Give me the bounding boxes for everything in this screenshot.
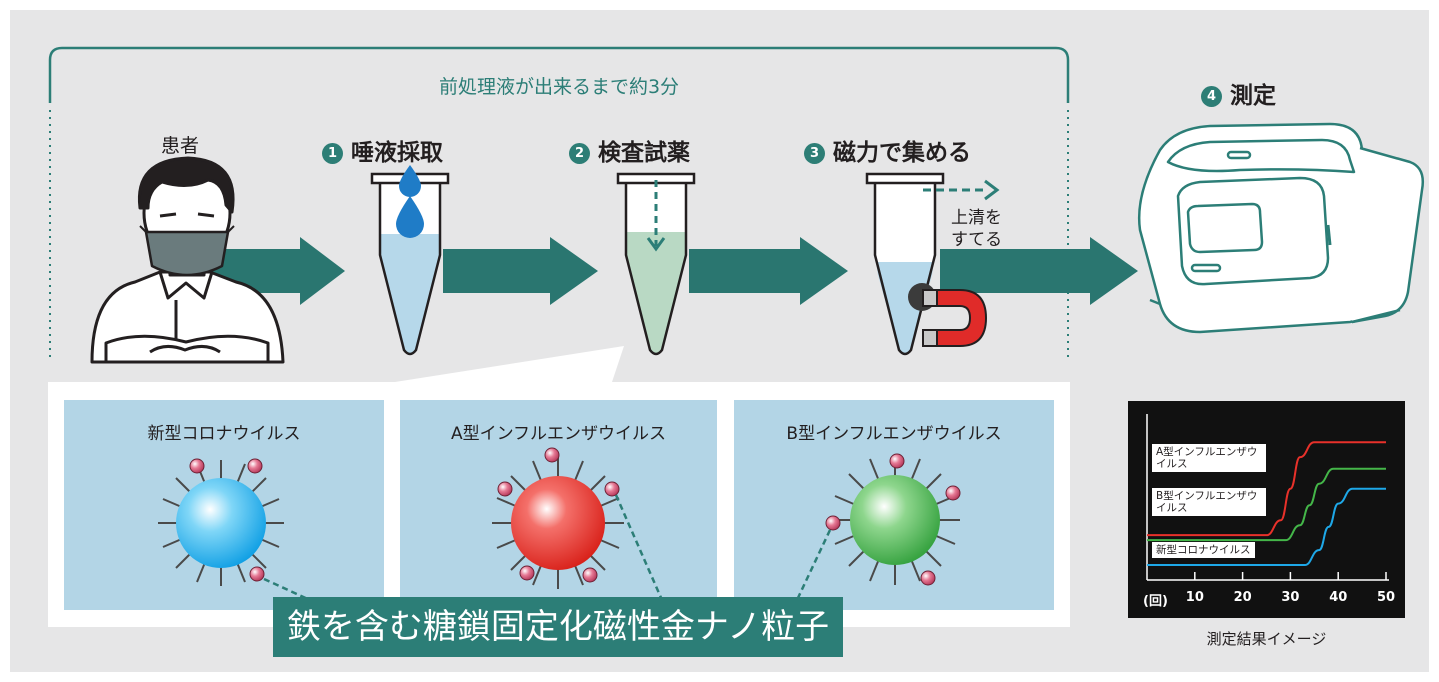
chart-legend-sars-cov2: 新型コロナウイルス	[1152, 542, 1255, 558]
virus-influenza-a-icon	[492, 447, 664, 601]
chart-x-tick-label: 50	[1377, 590, 1396, 605]
chart-series-line-1	[1147, 467, 1386, 542]
step-2-title: 2 検査試薬	[569, 133, 690, 167]
patient-with-mask-icon	[90, 156, 285, 364]
step-4-number: 4	[1201, 86, 1222, 107]
step-1-number: 1	[322, 143, 343, 164]
arrow-icon	[689, 237, 848, 305]
step-3-label: 磁力で集める	[833, 140, 971, 166]
patient-label: 患者	[161, 135, 200, 157]
virus-name-sars-cov2: 新型コロナウイルス	[147, 424, 301, 444]
nanoparticle-label: 鉄を含む糖鎖固定化磁性金ナノ粒子	[273, 597, 843, 657]
result-caption: 測定結果イメージ	[1206, 630, 1327, 648]
chart-legend-influenza-a: A型インフルエンザウイルス	[1152, 444, 1266, 472]
bracket-label: 前処理液が出来るまで約3分	[438, 76, 680, 98]
saliva-drop-icon	[399, 165, 421, 197]
step-1-label: 唾液採取	[351, 140, 443, 166]
step-3-number: 3	[804, 143, 825, 164]
chart-series-line-0	[1147, 441, 1386, 537]
bracket	[48, 46, 1070, 103]
step-2-number: 2	[569, 143, 590, 164]
process-arrows	[212, 237, 1138, 305]
step-4-title: 4 測定	[1201, 76, 1276, 110]
virus-name-influenza-b: B型インフルエンザウイルス	[786, 424, 1002, 444]
virus-sars-cov2-icon	[158, 458, 311, 602]
arrow-icon	[443, 237, 598, 305]
chart-legend-influenza-b: B型インフルエンザウイルス	[1152, 488, 1266, 516]
step-2-label: 検査試薬	[598, 140, 690, 166]
saliva-drop-icon	[396, 196, 424, 238]
chart-x-tick-label: 30	[1281, 590, 1300, 605]
chart-x-tick-label: 40	[1329, 590, 1348, 605]
chart-x-unit: (回)	[1143, 594, 1168, 609]
magnet-icon	[922, 289, 988, 347]
step-1-title: 1 唾液採取	[322, 133, 443, 167]
tube-icon	[616, 172, 696, 356]
chart-x-tick-label: 20	[1233, 590, 1252, 605]
step-3-title: 3 磁力で集める	[804, 133, 971, 167]
result-chart	[1128, 401, 1405, 618]
analyzer-machine-icon	[1137, 122, 1424, 334]
chart-series-line-2	[1147, 487, 1386, 567]
virus-influenza-b-icon	[795, 453, 961, 601]
supernatant-label: 上清を すてる	[951, 208, 1003, 250]
dotted-guides	[49, 110, 1069, 362]
chart-x-tick-label: 10	[1185, 590, 1204, 605]
arrow-icon	[940, 237, 1138, 305]
tube-icon	[370, 165, 450, 356]
step-4-label: 測定	[1230, 83, 1276, 109]
virus-name-influenza-a: A型インフルエンザウイルス	[450, 424, 667, 444]
